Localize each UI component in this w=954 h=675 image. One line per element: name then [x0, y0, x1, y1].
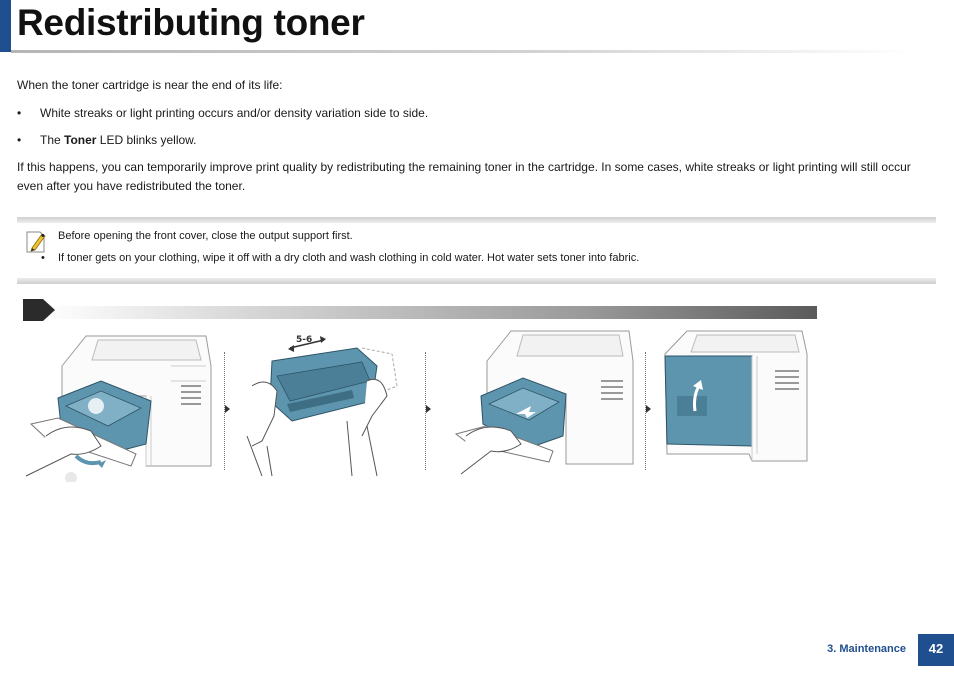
- toner-led-label: Toner: [64, 133, 97, 147]
- steps-arrow-icon: [23, 299, 55, 321]
- note-pencil-icon: [26, 231, 46, 253]
- steps-header-bar: [42, 306, 817, 319]
- title-rule: [11, 50, 916, 53]
- note-box: [17, 217, 936, 284]
- illustration-open-printer: [25, 335, 212, 482]
- explanation-paragraph: If this happens, you can temporarily imp…: [17, 160, 911, 193]
- step-arrow-icon: [225, 405, 230, 413]
- step-arrow-icon: [426, 405, 431, 413]
- page-title: Redistributing toner: [17, 2, 365, 43]
- page-number: 42: [918, 634, 954, 666]
- illustration-shake-cartridge: 5-6: [246, 335, 398, 476]
- illustration-insert-cartridge: [454, 330, 634, 475]
- illustration-close-cover: [664, 330, 808, 462]
- step-divider: [645, 352, 646, 470]
- intro-text: When the toner cartridge is near the end…: [17, 78, 283, 92]
- step-arrow-icon: [646, 405, 651, 413]
- footer-section-label: 3. Maintenance: [827, 643, 906, 655]
- shake-count-label: 5-6: [296, 335, 312, 345]
- step-divider: [425, 352, 426, 470]
- title-accent-bar: [0, 0, 11, 52]
- step-divider: [224, 352, 225, 470]
- bullet-text: White streaks or light printing occurs a…: [40, 106, 429, 120]
